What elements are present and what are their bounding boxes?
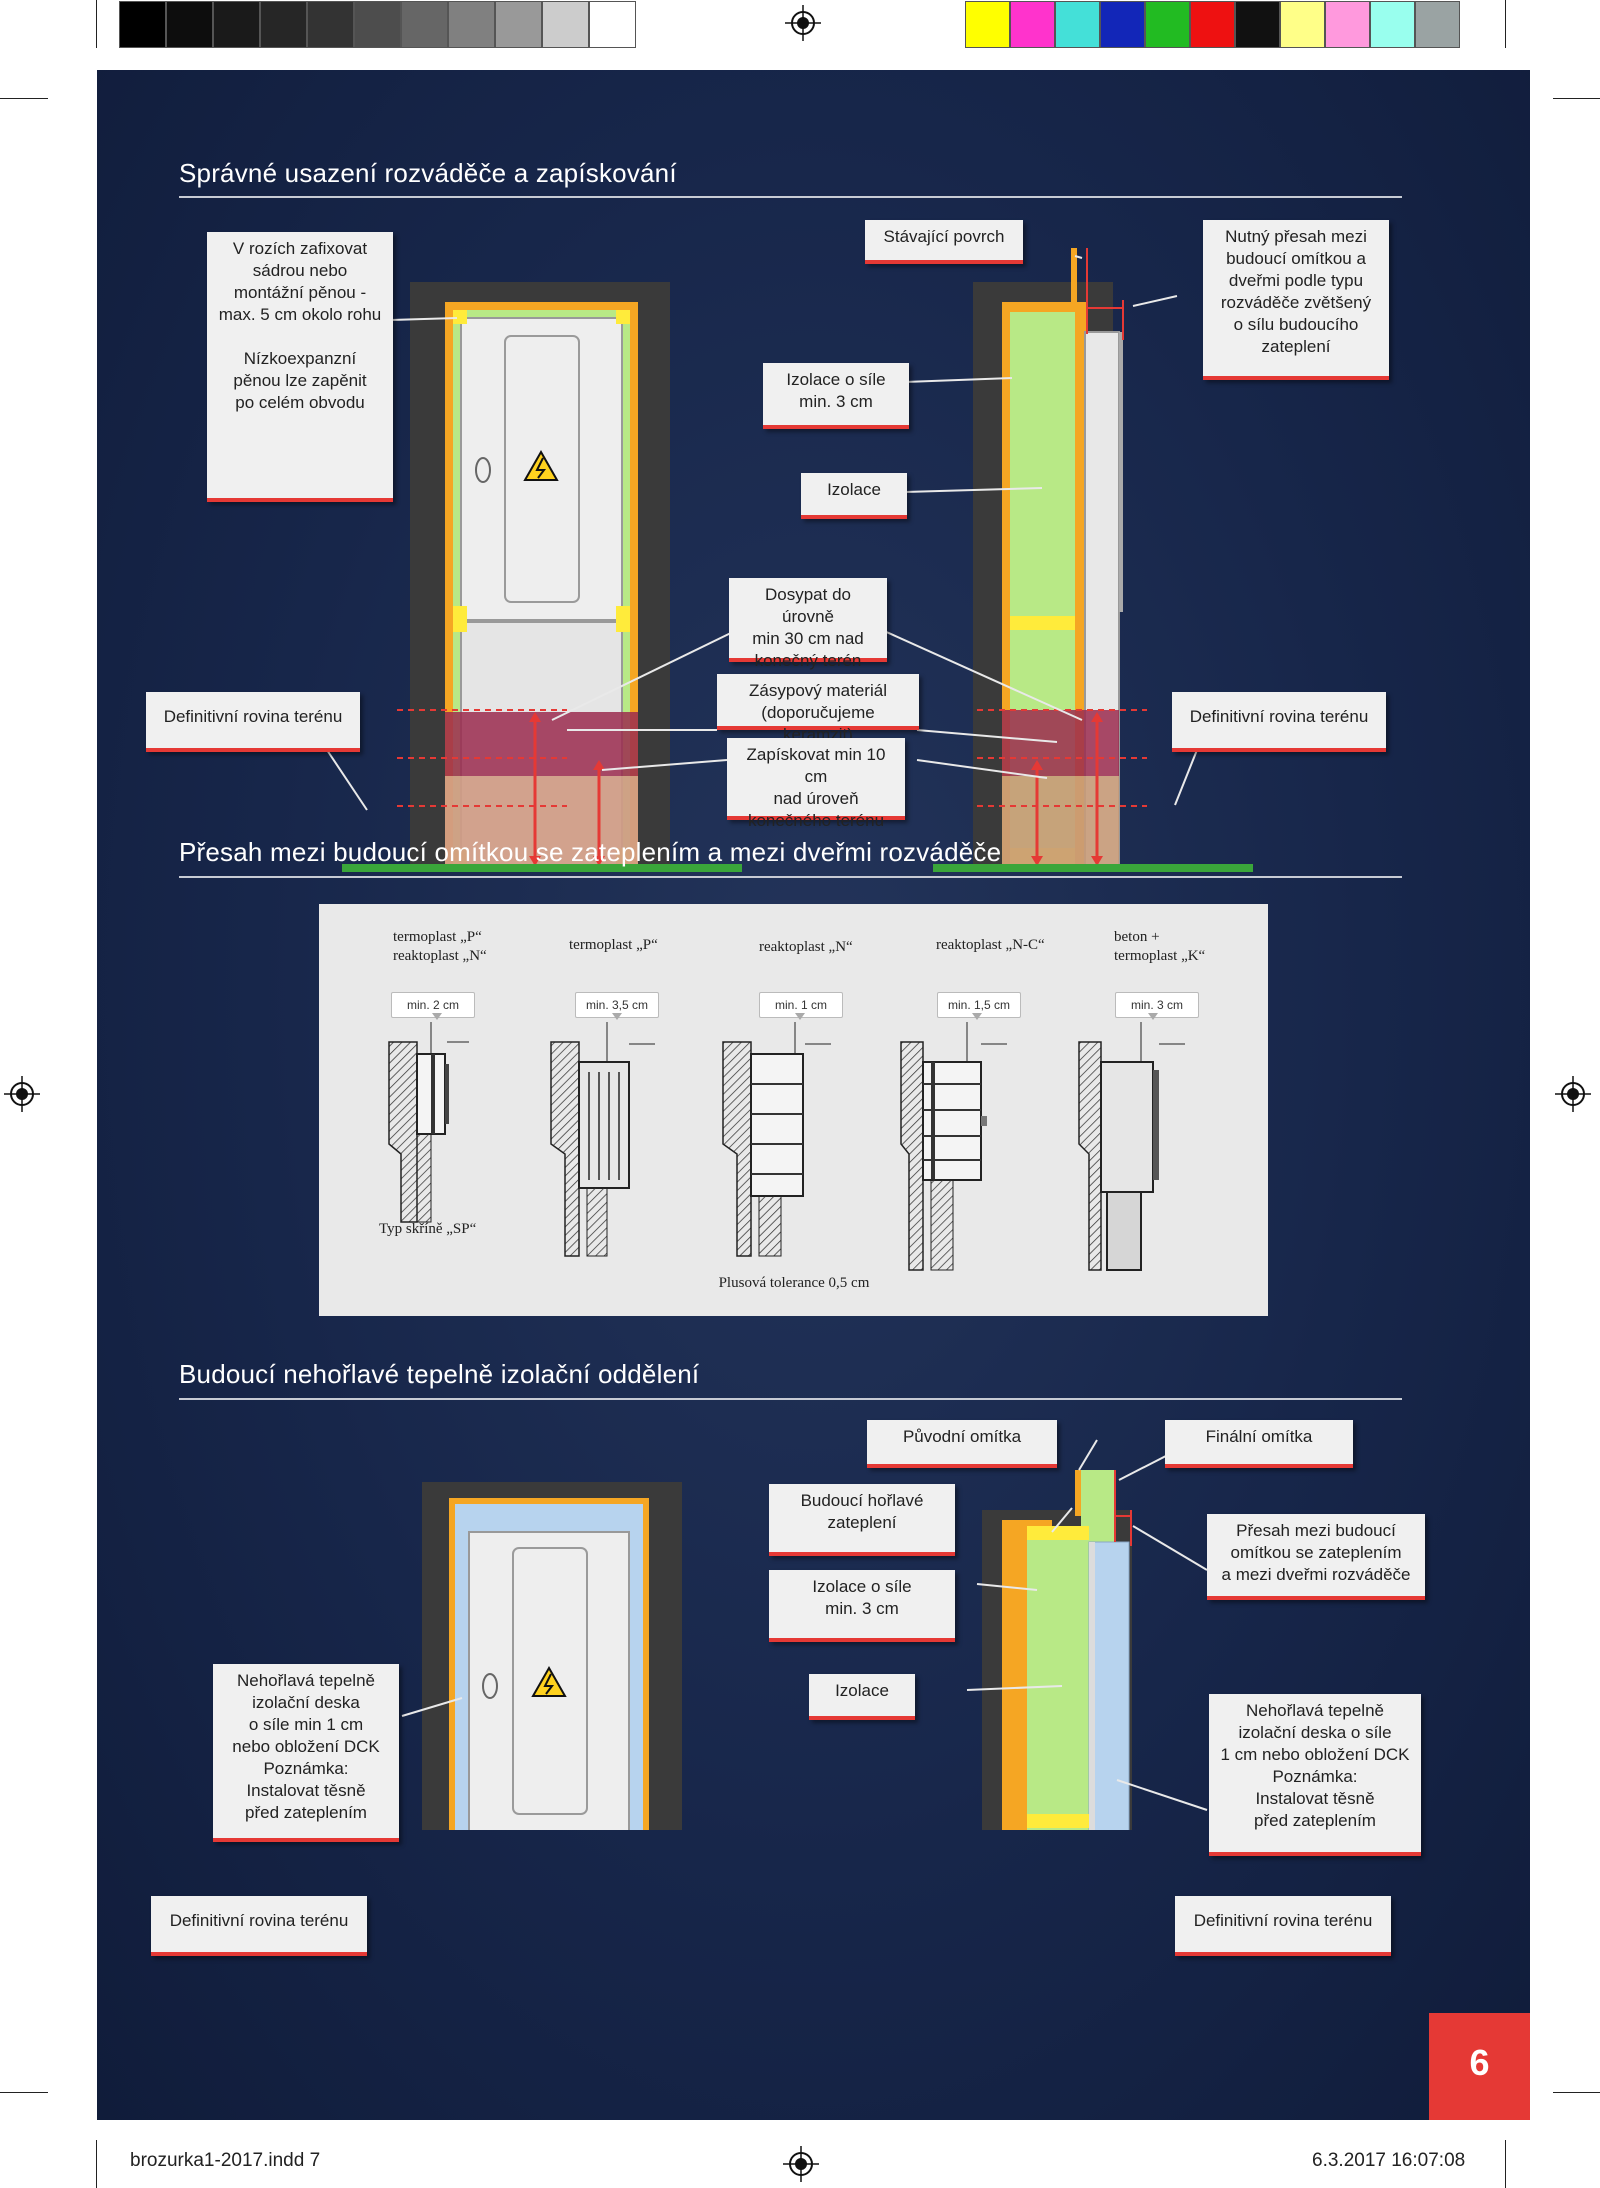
cabinet-front-fireproof-diagram: [422, 1482, 682, 1830]
label-terrain-level-left-lower: Definitivní rovina terénu: [151, 1896, 367, 1956]
label-terrain-level-left: Definitivní rovina terénu: [146, 692, 360, 752]
color-swatch: [589, 1, 636, 48]
color-swatch: [1055, 1, 1100, 48]
color-swatch: [965, 1, 1010, 48]
cabinet-type-label: Typ skříně „SP“: [379, 1221, 477, 1237]
label-existing-surface: Stávající povrch: [865, 220, 1023, 264]
footer-filename: brozurka1-2017.indd 7: [130, 2150, 321, 2171]
label-insulation-3cm: Izolace o síle min. 3 cm: [763, 363, 909, 429]
label-insulation-3cm-lower: Izolace o síle min. 3 cm: [769, 1570, 955, 1642]
brochure-page: Správné usazení rozváděče a zapískování: [97, 70, 1530, 2120]
crop-mark: [96, 0, 97, 48]
crop-mark: [1505, 2140, 1506, 2188]
label-terrain-level-right-lower: Definitivní rovina terénu: [1175, 1896, 1391, 1956]
cabinet-type-name: reaktoplast „N“: [759, 939, 853, 955]
cabinet-type-name: reaktoplast „N-C“: [936, 937, 1045, 953]
label-fill-level: Dosypat do úrovně min 30 cm nad konečný …: [729, 578, 887, 670]
color-swatch: [166, 1, 213, 48]
overlap-table-panel: termoplast „P“ reaktoplast „N“ termoplas…: [319, 904, 1268, 1316]
registration-mark-top: [785, 5, 821, 41]
color-swatch: [448, 1, 495, 48]
cabinet-type-name: beton + termoplast „K“: [1114, 929, 1206, 964]
tolerance-note: Plusová tolerance 0,5 cm: [718, 1275, 870, 1291]
section-title-fire-separation: Budoucí nehořlavé tepelně izolační odděl…: [179, 1359, 700, 1389]
leader-lines-section1: [326, 255, 1198, 811]
cabinet-side-fireproof-diagram: [982, 1470, 1132, 1830]
color-swatch: [1415, 1, 1460, 48]
overlap-detail-drawings: [388, 1013, 1185, 1271]
crop-mark: [96, 2140, 97, 2188]
color-swatch: [213, 1, 260, 48]
installation-diagrams: [326, 248, 1253, 1830]
label-future-insulation: Budoucí hořlavé zateplení: [769, 1484, 955, 1556]
label-backfill: Zásypový materiál (doporučujeme keramzit…: [717, 674, 919, 744]
color-swatch: [1325, 1, 1370, 48]
crop-mark: [1553, 98, 1600, 99]
cabinet-front-diagram: [342, 282, 742, 872]
label-insulation-lower: Izolace: [809, 1674, 915, 1720]
section-title-installation: Správné usazení rozváděče a zapískování: [179, 158, 677, 188]
color-swatch: [1280, 1, 1325, 48]
label-terrain-level-right: Definitivní rovina terénu: [1172, 692, 1386, 752]
color-swatch: [542, 1, 589, 48]
registration-mark-bottom: [783, 2146, 819, 2182]
label-corner-fixing: V rozích zafixovat sádrou nebo montážní …: [207, 232, 393, 502]
label-fireproof-board-left: Nehořlavá tepelně izolační deska o síle …: [213, 1664, 399, 1842]
registration-mark-left: [4, 1076, 40, 1112]
color-swatch: [495, 1, 542, 48]
color-swatch: [260, 1, 307, 48]
page-number: 6: [1429, 2013, 1530, 2120]
section-rule: [179, 876, 1402, 878]
label-sand-10cm: Zapískovat min 10 cm nad úroveň konečnéh…: [727, 738, 905, 830]
footer-timestamp: 6.3.2017 16:07:08: [1312, 2150, 1466, 2171]
color-swatch: [354, 1, 401, 48]
color-swatch: [119, 1, 166, 48]
color-swatch: [1370, 1, 1415, 48]
section-rule: [179, 1398, 1402, 1400]
label-insulation: Izolace: [801, 473, 907, 519]
color-swatch: [307, 1, 354, 48]
registration-mark-right: [1555, 1076, 1591, 1112]
cabinet-type-name: termoplast „P“ reaktoplast „N“: [393, 929, 487, 964]
color-swatch: [1010, 1, 1055, 48]
section-rule: [179, 196, 1402, 198]
crop-mark: [1505, 0, 1506, 48]
crop-mark: [0, 2092, 48, 2093]
label-overlap-required: Nutný přesah mezi budoucí omítkou a dveř…: [1203, 220, 1389, 380]
label-fireproof-board-right: Nehořlavá tepelně izolační deska o síle …: [1209, 1694, 1421, 1856]
crop-mark: [1553, 2092, 1600, 2093]
color-swatch: [1190, 1, 1235, 48]
color-swatch: [1235, 1, 1280, 48]
label-plaster-overlap: Přesah mezi budoucí omítkou se zateplení…: [1207, 1514, 1425, 1600]
label-original-plaster: Původní omítka: [867, 1420, 1057, 1468]
color-swatch: [1100, 1, 1145, 48]
crop-mark: [0, 98, 48, 99]
label-final-plaster: Finální omítka: [1165, 1420, 1353, 1468]
color-swatch: [1145, 1, 1190, 48]
color-swatch: [401, 1, 448, 48]
section-title-overlap: Přesah mezi budoucí omítkou se zateplení…: [179, 837, 1002, 867]
cabinet-type-name: termoplast „P“: [569, 937, 658, 953]
